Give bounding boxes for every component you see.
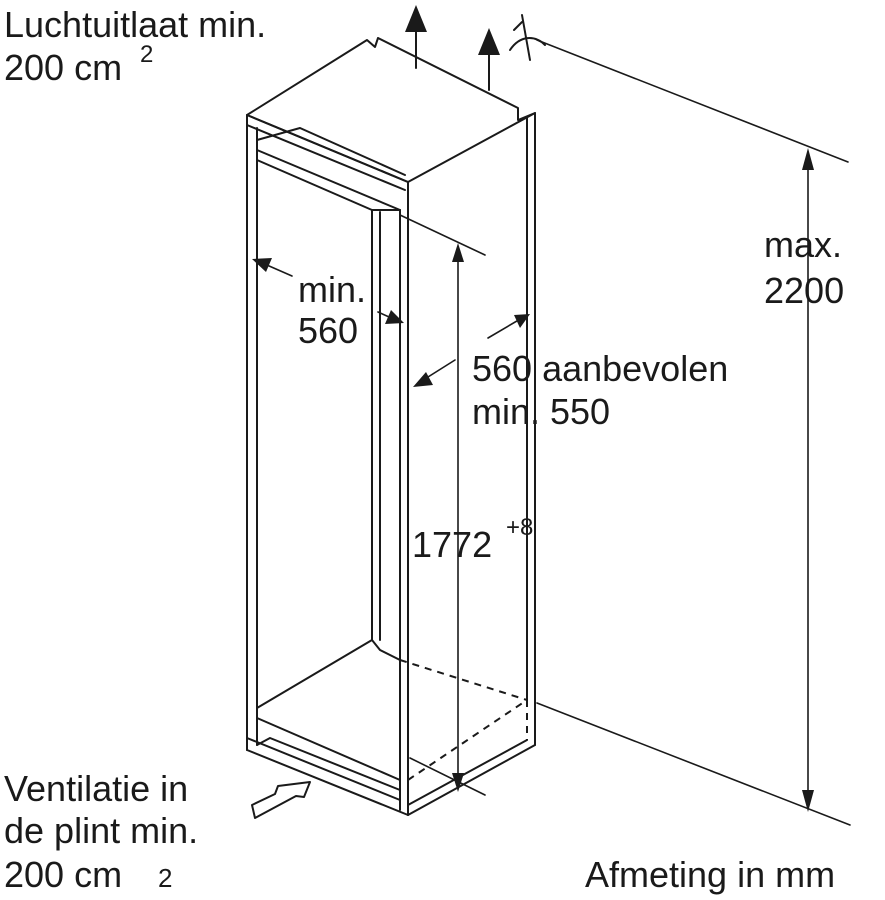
ventilation-subscript: 2 <box>158 863 172 893</box>
niche-height-label: 1772 <box>412 524 492 565</box>
depth-dimension <box>413 314 530 387</box>
up-arrow-icon <box>405 5 427 69</box>
right-arrow-icon <box>251 781 311 819</box>
units-note: Afmeting in mm <box>585 854 835 895</box>
air-outlet-superscript: 2 <box>140 41 153 68</box>
depth-label-line1: 560 aanbevolen <box>472 348 728 389</box>
max-height-label-line1: max. <box>764 224 842 265</box>
inner-width-label-line2: 560 <box>298 310 358 351</box>
up-arrow-icon <box>478 28 500 91</box>
niche-height-dimension <box>452 243 464 792</box>
air-outlet-label-line1: Luchtuitlaat min. <box>4 4 266 45</box>
wall-symbol-icon <box>509 14 546 61</box>
depth-label-line2: min. 550 <box>472 391 610 432</box>
inner-width-label-line1: min. <box>298 269 366 310</box>
niche-height-tolerance: +8 <box>506 514 533 541</box>
ventilation-label-line1: Ventilatie in <box>4 768 188 809</box>
ventilation-label-line2: de plint min. <box>4 810 198 851</box>
ventilation-label-line3: 200 cm <box>4 854 122 895</box>
cabinet-outline <box>246 37 536 816</box>
air-outlet-label-line2: 200 cm <box>4 47 122 88</box>
inner-width-dimension <box>252 258 404 324</box>
max-height-dimension <box>802 148 814 812</box>
max-height-label-line2: 2200 <box>764 270 844 311</box>
